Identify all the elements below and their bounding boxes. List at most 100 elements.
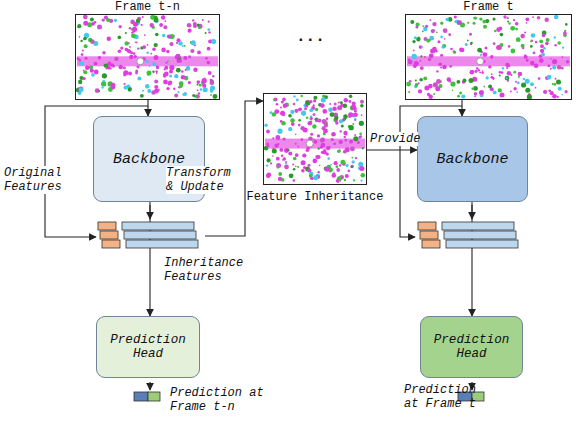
point-dot: [486, 76, 489, 79]
feature-cell: [100, 231, 118, 239]
point-dot: [540, 49, 544, 53]
point-dot: [136, 42, 138, 44]
point-dot: [135, 72, 138, 75]
point-dot: [353, 113, 358, 118]
point-dot: [416, 22, 420, 26]
point-dot: [85, 66, 90, 71]
point-dot: [110, 83, 115, 88]
point-dot: [506, 77, 508, 79]
point-dot: [136, 65, 139, 68]
point-dot: [440, 22, 443, 25]
point-dot: [335, 121, 338, 124]
point-dot: [128, 42, 130, 44]
point-dot: [82, 50, 84, 52]
point-dot: [545, 18, 549, 22]
point-dot: [136, 19, 140, 23]
point-dot: [336, 168, 340, 172]
point-dot: [152, 71, 154, 73]
point-dot: [282, 159, 284, 161]
point-dot: [83, 37, 87, 41]
annotation-label: Inheritance Features: [164, 256, 254, 284]
point-dot: [118, 50, 122, 54]
point-dot: [156, 72, 158, 74]
point-dot: [295, 143, 297, 145]
point-dot: [355, 157, 357, 159]
point-dot: [557, 65, 561, 69]
feature-cell: [420, 231, 438, 239]
point-dot: [142, 16, 144, 18]
point-dot: [518, 76, 520, 78]
point-dot: [539, 58, 544, 63]
point-dot: [473, 22, 476, 25]
point-dot: [448, 33, 451, 36]
point-dot: [287, 149, 290, 152]
process-box: Prediction Head: [96, 316, 200, 378]
point-dot: [552, 59, 557, 64]
point-dot: [471, 88, 473, 90]
point-dot: [331, 132, 336, 137]
point-dot: [353, 179, 355, 181]
point-dot: [163, 80, 168, 85]
point-dot: [197, 83, 199, 85]
point-dot: [281, 155, 283, 157]
point-dot: [318, 148, 320, 150]
point-dot: [543, 90, 547, 94]
point-dot: [416, 37, 420, 41]
point-dot: [320, 138, 325, 143]
point-dot: [343, 150, 347, 154]
point-dot: [281, 113, 283, 115]
point-dot: [527, 94, 532, 99]
feature-cell: [98, 222, 116, 230]
point-dot: [523, 78, 525, 80]
point-dot: [361, 114, 363, 116]
point-dot: [436, 70, 438, 72]
point-dot: [97, 25, 102, 30]
point-dot: [150, 23, 154, 27]
point-dot: [349, 125, 354, 130]
point-dot: [359, 121, 364, 126]
point-dot: [112, 65, 115, 68]
point-dot: [440, 36, 443, 39]
point-dot: [188, 81, 191, 84]
point-dot: [436, 31, 438, 33]
point-dot: [493, 91, 497, 95]
frame-caption: Frame t-n: [56, 0, 239, 14]
point-dot: [174, 74, 178, 78]
frame-ground: [75, 14, 220, 100]
point-dot: [141, 24, 143, 26]
point-dot: [317, 134, 320, 137]
point-dot: [338, 101, 340, 103]
point-dot: [301, 138, 304, 141]
point-dot: [353, 136, 358, 141]
point-dot: [515, 81, 517, 83]
flow-arrow: [367, 149, 417, 150]
point-dot: [154, 16, 157, 19]
point-dot: [305, 104, 308, 107]
point-dot: [339, 164, 341, 166]
point-dot: [192, 19, 194, 21]
process-box: Prediction Head: [420, 316, 523, 378]
flow-arrow: [471, 202, 472, 316]
point-dot: [554, 44, 556, 46]
point-dot: [276, 157, 280, 161]
point-dot: [508, 45, 511, 48]
point-dot: [457, 80, 461, 84]
point-dot: [530, 45, 533, 48]
point-dot: [198, 24, 203, 29]
point-dot: [323, 149, 326, 152]
point-dot: [91, 73, 95, 77]
point-dot: [467, 40, 469, 42]
point-dot: [83, 70, 85, 72]
point-dot: [322, 119, 327, 124]
point-dot: [530, 61, 534, 65]
point-dot: [343, 114, 348, 119]
point-dot: [545, 42, 549, 46]
point-dot: [526, 59, 529, 62]
point-dot: [414, 61, 419, 66]
point-dot: [425, 25, 428, 28]
point-dot: [149, 65, 151, 67]
point-dot: [191, 40, 196, 45]
point-dot: [506, 67, 508, 69]
point-dot: [413, 50, 415, 52]
point-dot: [301, 95, 303, 97]
